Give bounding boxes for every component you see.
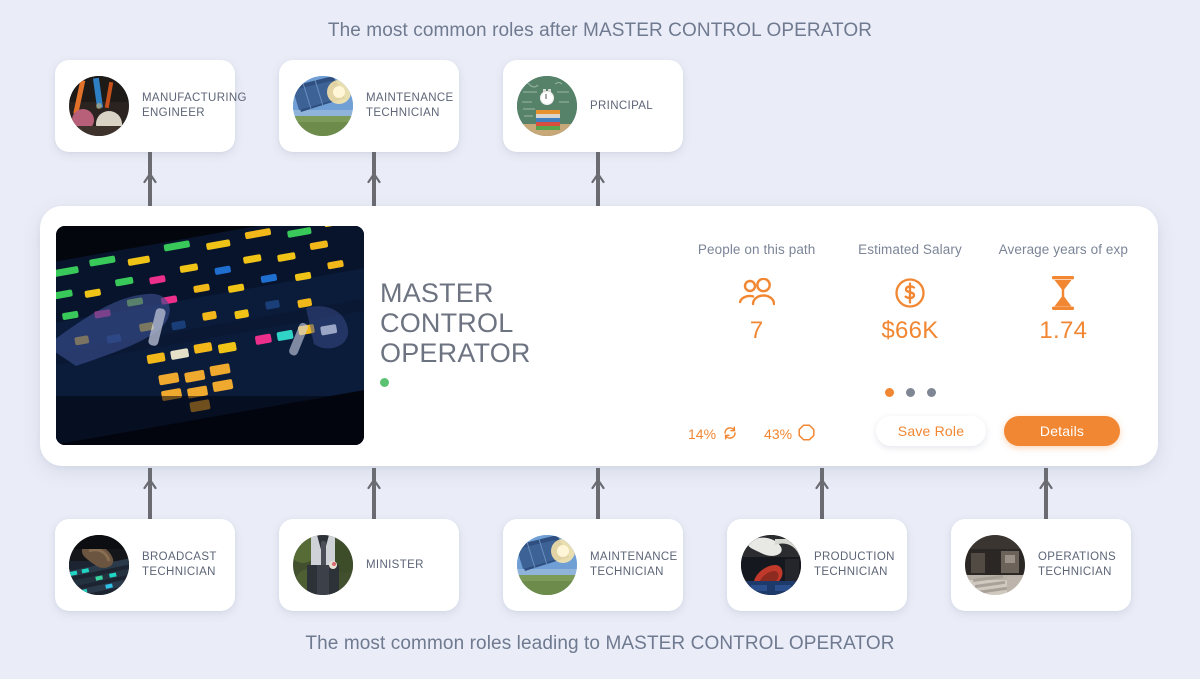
metric-transition-rate: 14% — [688, 425, 738, 444]
metric-retention-rate: 43% — [764, 424, 815, 444]
stat-average-years-of-exp: Average years of exp 1.74 — [987, 242, 1140, 345]
connector-arrow-up-8 — [1039, 468, 1053, 524]
role-card-label: MANUFACTURING ENGINEER — [142, 92, 247, 119]
metrics-group: 14% 43% — [688, 424, 815, 444]
main-role-title: MASTER CONTROL OPERATOR — [380, 278, 531, 368]
previous-roles-row: BROADCAST TECHNICIAN MINISTER — [55, 519, 1145, 611]
carousel-dot-3[interactable] — [926, 388, 936, 397]
role-card-label: BROADCAST TECHNICIAN — [142, 551, 217, 578]
minister-portrait-photo — [293, 535, 353, 595]
role-card-broadcast-technician[interactable]: BROADCAST TECHNICIAN — [55, 519, 235, 611]
stat-label: Average years of exp — [998, 242, 1128, 257]
role-card-label: PRINCIPAL — [590, 99, 654, 112]
carousel-dots[interactable] — [680, 388, 1140, 397]
save-role-button[interactable]: Save Role — [876, 416, 986, 446]
connector-arrow-up-3 — [591, 152, 605, 208]
role-card-principal[interactable]: PRINCIPAL — [503, 60, 683, 152]
connector-arrow-up-1 — [143, 152, 157, 208]
dollar-circle-icon — [833, 273, 986, 313]
role-card-operations-technician[interactable]: OPERATIONS TECHNICIAN — [951, 519, 1131, 611]
stat-value: 1.74 — [1039, 317, 1088, 344]
solar-panel-photo — [293, 76, 353, 136]
details-button[interactable]: Details — [1004, 416, 1120, 446]
role-card-minister[interactable]: MINISTER — [279, 519, 459, 611]
stat-people-on-this-path: People on this path 7 — [680, 242, 833, 345]
bottom-caption: The most common roles leading to MASTER … — [305, 633, 895, 654]
stat-label: People on this path — [697, 242, 816, 257]
hourglass-icon — [987, 273, 1140, 313]
role-card-label: MAINTENANCE TECHNICIAN — [590, 551, 678, 578]
solar-panel-photo — [517, 535, 577, 595]
role-card-label: MAINTENANCE TECHNICIAN — [366, 92, 454, 119]
role-card-maintenance-technician-bottom[interactable]: MAINTENANCE TECHNICIAN — [503, 519, 683, 611]
status-badge — [380, 378, 389, 387]
octagon-outline-icon — [798, 424, 815, 444]
carousel-dot-2[interactable] — [905, 388, 915, 397]
engine-production-photo — [741, 535, 801, 595]
carousel-dot-1[interactable] — [884, 388, 894, 397]
role-card-label: OPERATIONS TECHNICIAN — [1038, 551, 1117, 578]
stats-group: People on this path 7 Estimated Salary — [680, 242, 1140, 345]
manufacturing-engineer-photo — [69, 76, 129, 136]
metric-value: 43% — [764, 426, 793, 442]
next-roles-row: MANUFACTURING ENGINEER MAINTENANCE TECHN… — [55, 60, 1145, 152]
stat-value: 7 — [749, 317, 764, 344]
role-card-production-technician[interactable]: PRODUCTION TECHNICIAN — [727, 519, 907, 611]
audio-mixer-photo — [69, 535, 129, 595]
metric-value: 14% — [688, 426, 717, 442]
main-role-card[interactable]: MASTER CONTROL OPERATOR People on this p… — [40, 206, 1158, 466]
connector-arrow-up-7 — [815, 468, 829, 524]
stat-label: Estimated Salary — [858, 242, 962, 257]
people-icon — [680, 273, 833, 313]
action-buttons: Save Role Details — [876, 416, 1120, 446]
role-card-label: MINISTER — [366, 558, 424, 571]
chalkboard-books-photo — [517, 76, 577, 136]
role-card-manufacturing-engineer[interactable]: MANUFACTURING ENGINEER — [55, 60, 247, 152]
warehouse-operations-photo — [965, 535, 1025, 595]
rotate-arrows-icon — [722, 425, 738, 444]
top-caption: The most common roles after MASTER CONTR… — [327, 20, 873, 41]
connector-arrow-up-4 — [143, 468, 157, 524]
broadcast-mixing-console-photo — [56, 226, 364, 445]
connector-arrow-up-6 — [591, 468, 605, 524]
role-card-label: PRODUCTION TECHNICIAN — [814, 551, 895, 578]
role-card-maintenance-technician-top[interactable]: MAINTENANCE TECHNICIAN — [279, 60, 459, 152]
stat-estimated-salary: Estimated Salary $66K — [833, 242, 986, 345]
stat-value: $66K — [881, 317, 939, 344]
connector-arrow-up-5 — [367, 468, 381, 524]
connector-arrow-up-2 — [367, 152, 381, 208]
